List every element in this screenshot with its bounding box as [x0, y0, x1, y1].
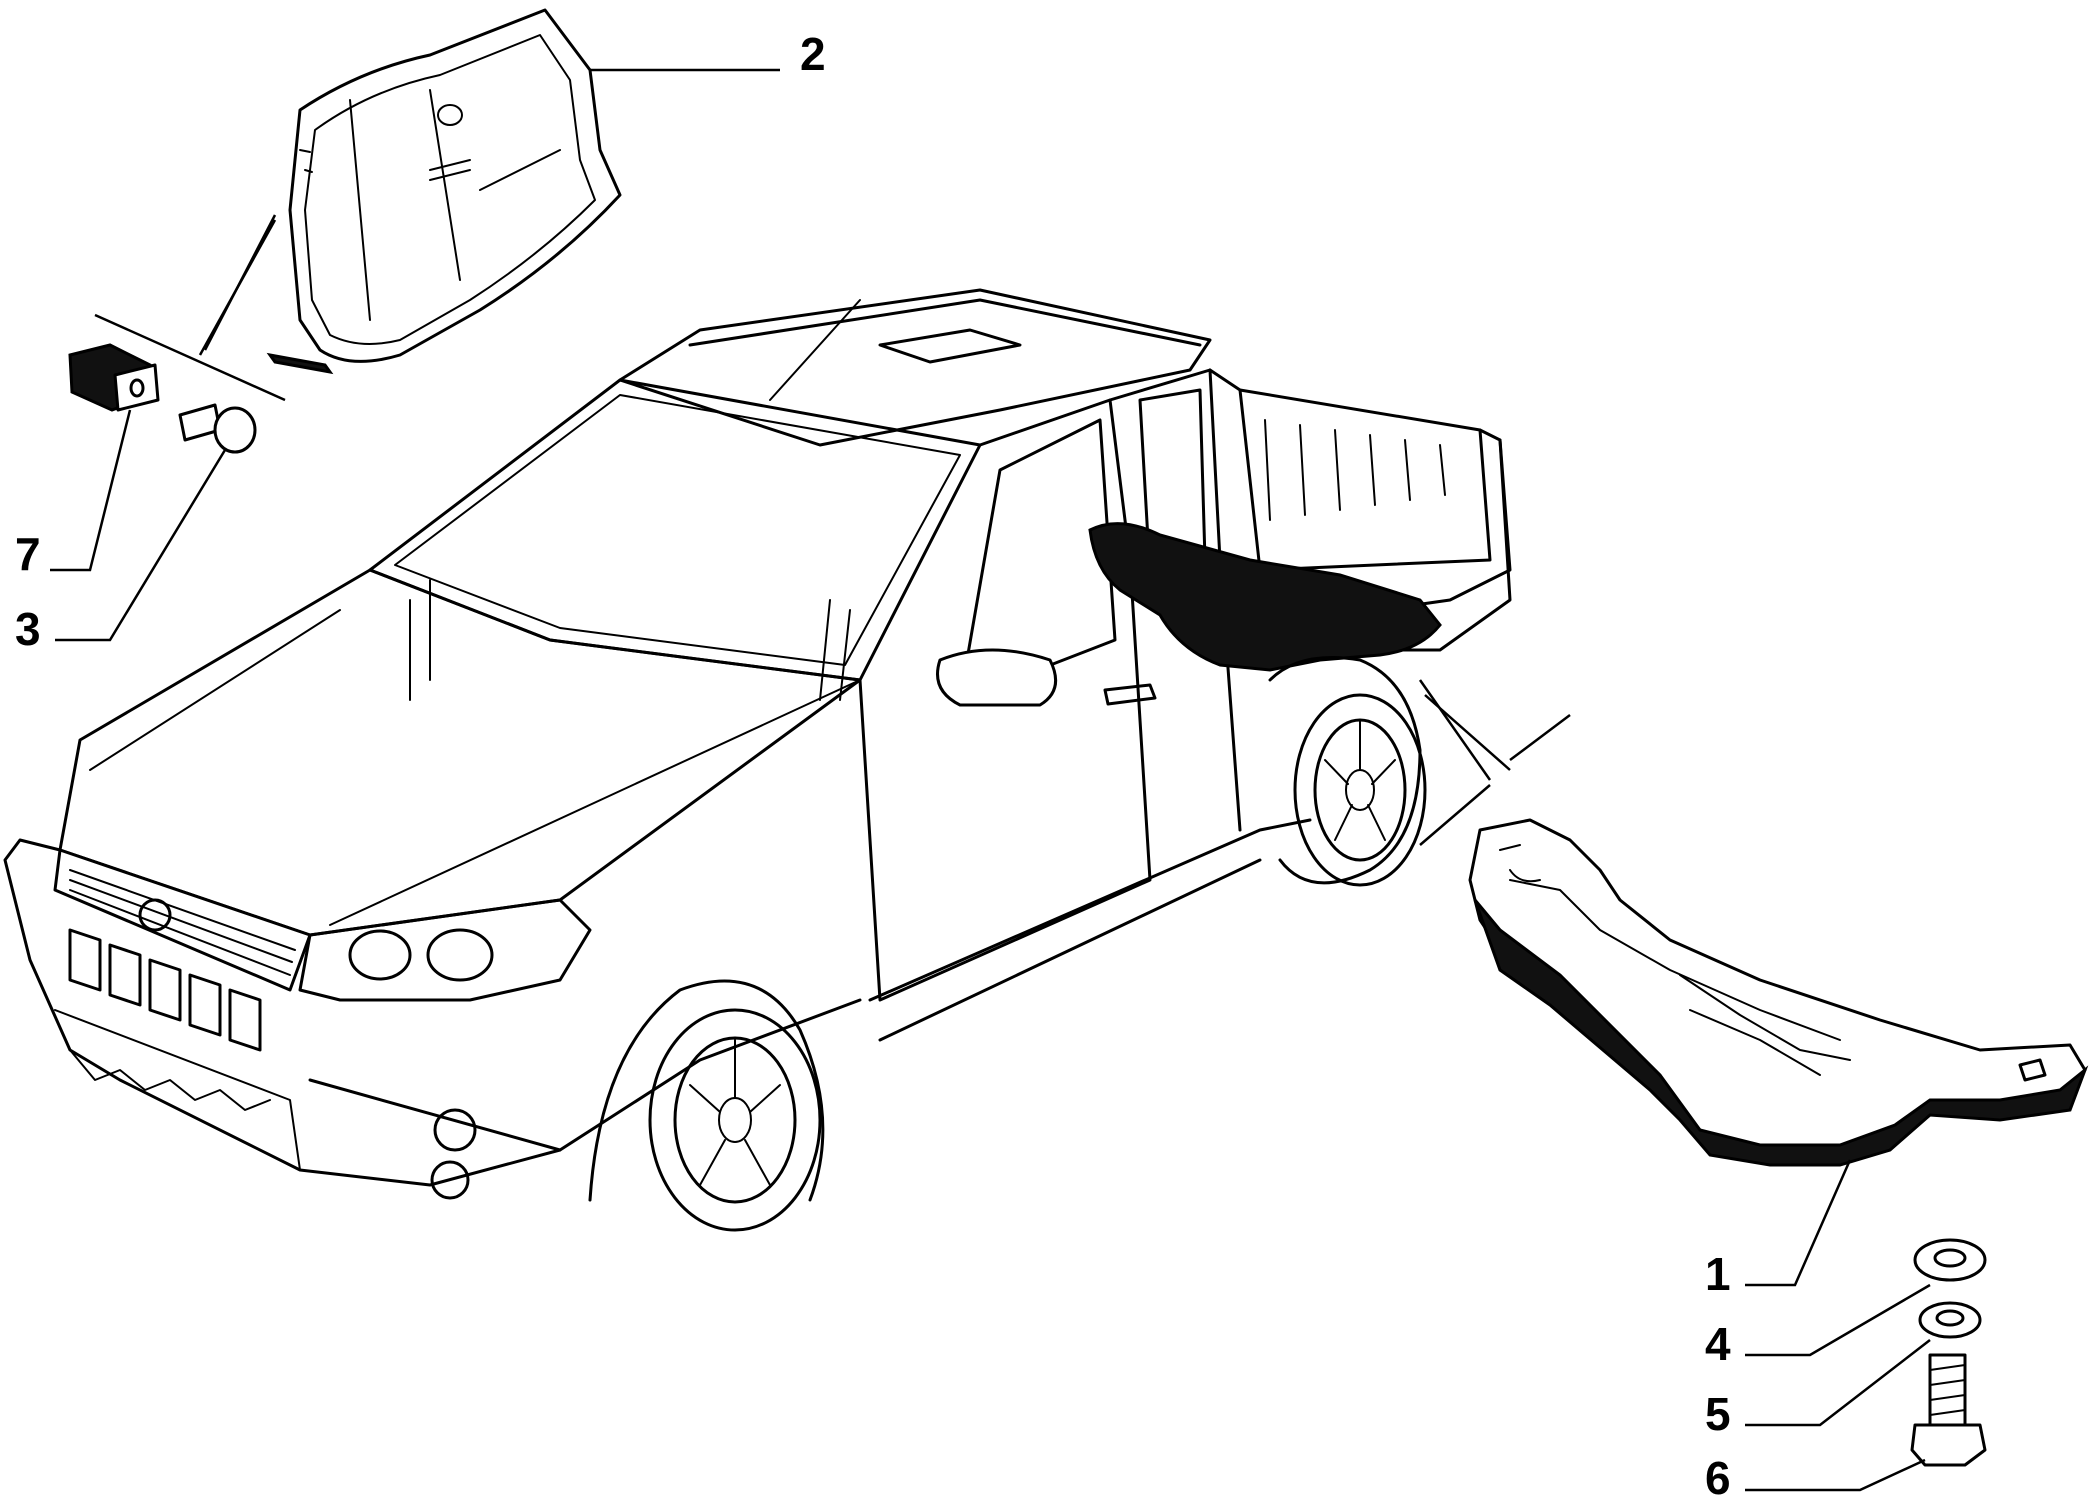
leader-7 [50, 409, 132, 572]
part-5-lock-washer [1918, 1301, 1982, 1339]
callout-label-4: 4 [1705, 1318, 1731, 1370]
leader-1-diag-c [1509, 714, 1571, 761]
callout-label-3: 3 [15, 603, 41, 655]
part-2-heat-shield [266, 8, 622, 375]
part-6-bolt [1910, 1353, 1987, 1467]
leader-2-diag-c [203, 214, 277, 351]
leader-6 [1745, 1458, 1926, 1492]
callout-label-7: 7 [15, 528, 41, 580]
part-3-screw [178, 403, 257, 454]
pickup-truck-illustration [3, 288, 1512, 1232]
callout-label-6: 6 [1705, 1452, 1731, 1495]
leader-1-diag-b [1418, 679, 1492, 781]
part-4-washer [1913, 1238, 1987, 1282]
callout-label-1: 1 [1705, 1248, 1731, 1300]
callout-label-2: 2 [800, 28, 826, 80]
leader-5 [1745, 1339, 1931, 1427]
part-7-clip [68, 343, 160, 412]
callout-label-5: 5 [1705, 1388, 1731, 1440]
leader-1 [1745, 1159, 1852, 1287]
leader-4 [1745, 1283, 1931, 1357]
leader-3 [55, 449, 227, 642]
leader-1-diag-d [1419, 784, 1491, 846]
leader-2-diag-b [94, 313, 286, 402]
part-1-floor-panel [1468, 818, 2089, 1167]
